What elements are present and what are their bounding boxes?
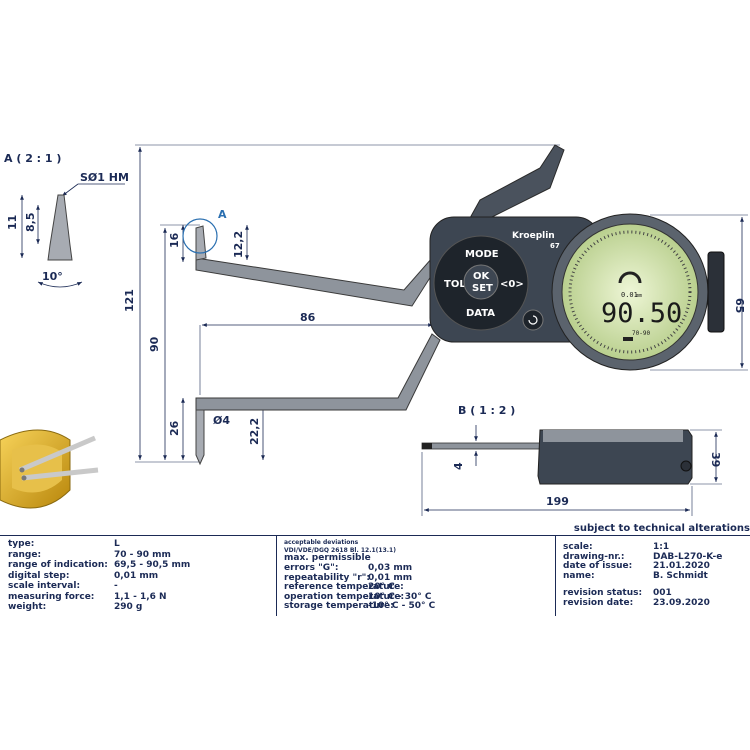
spec-label: date of issue: [563,561,633,571]
detail-b-title: B ( 1 : 2 ) [458,404,515,417]
marker-a: A [218,208,227,221]
spec-label: scale: [563,542,593,552]
detail-b: B ( 1 : 2 ) 4 39 199 [421,404,722,516]
spec-value: 10° C - 30° C [368,591,432,602]
detail-a: A ( 2 : 1 ) SØ1 HM 11 8,5 10° [4,152,129,288]
spec-value: 290 g [114,602,143,612]
spec-label: weight: [8,602,47,612]
spec-value: B. Schmidt [653,570,708,581]
spec-label: operation temperature: [284,591,405,602]
range-readout: 70-90 [632,330,650,337]
ok-label: OK [473,271,491,282]
dim-199: 199 [546,495,569,508]
detail-a-title: A ( 2 : 1 ) [4,152,61,165]
data-label: DATA [466,308,495,319]
spec-value: 001 [653,588,672,598]
dim-65: 65 [733,298,746,313]
deviations-heading: acceptable deviations [284,539,359,546]
dim-22-2: 22,2 [248,418,261,445]
spec-label: revision date: [563,597,634,608]
deviations-sub: max. permissible [284,553,371,563]
spec-label: repeatability "r": [284,572,370,583]
spec-value: 21.01.2020 [653,561,710,571]
mode-label: MODE [465,249,499,260]
dim-39: 39 [709,452,722,467]
main-view: 121 90 86 16 12,2 26 22,2 Ø4 A Kroeplin … [123,144,748,466]
main-reading: 90.50 [601,298,682,329]
deviations-norm: VDI/VDE/DGQ 2618 Bl. 12.1(13.1) [284,547,396,554]
spec-value: 1:1 [653,542,670,552]
spec-label: revision status: [563,588,643,598]
spec-label: drawing-nr.: [563,551,625,562]
spec-value: DAB-L270-K-e [653,551,723,562]
spec-label: range: [8,549,42,560]
tol-button[interactable]: TOL [444,279,466,290]
spec-value: 1,1 - 1,6 N [114,591,167,602]
spec-label: type: [8,539,35,549]
brand-label: Kroeplin [512,231,555,241]
technical-drawing: A ( 2 : 1 ) SØ1 HM 11 8,5 10° 121 90 86 … [0,144,748,516]
reset-button[interactable] [522,309,544,331]
small-value: 0.01 [621,291,638,299]
dim-121: 121 [123,289,136,312]
spec-value: 20° C [368,582,395,592]
dim-90: 90 [148,336,161,352]
spec-value: 0,01 mm [114,570,159,581]
spec-label: digital step: [8,570,70,581]
spec-value: 23.09.2020 [653,597,710,608]
document-column: scale: 1:1 drawing-nr.: DAB-L270-K-e date of… [563,536,748,614]
spec-label: measuring force: [8,591,95,602]
dim-16: 16 [168,232,181,248]
spec-label: scale interval: [8,581,81,591]
spec-value: 0,03 mm [368,563,413,573]
dim-4: 4 [452,462,465,470]
angle-10: 10° [42,270,63,283]
ok-set-button[interactable]: OK SET [463,264,499,300]
dim-diam-4: Ø4 [213,414,230,427]
spec-value: 0,01 mm [368,572,413,583]
set-label: SET [472,283,493,294]
spec-label: range of indication: [8,560,108,570]
spec-value: 69,5 - 90,5 mm [114,560,191,570]
deviations-column: acceptable deviations VDI/VDE/DGQ 2618 B… [284,536,552,614]
unit-label: mm [636,293,642,299]
spec-label: storage temperature: [284,601,394,611]
spec-value: -10° C - 50° C [368,601,436,611]
ball-label: SØ1 HM [80,171,129,184]
dim-12-2: 12,2 [232,231,245,258]
spec-label: reference temperature: [284,582,404,592]
dim-86: 86 [300,311,316,324]
dim-11: 11 [6,215,19,230]
tol-label: TOL [444,279,466,290]
zero-label: <0> [500,279,524,290]
data-button[interactable]: DATA [466,308,495,319]
spec-label: errors "G": [284,563,339,573]
spec-value: 70 - 90 mm [114,549,171,560]
spec-value: - [114,581,118,591]
reset-icon [528,315,538,325]
lcd-display [561,223,699,361]
dim-26: 26 [168,420,181,436]
mode-button[interactable]: MODE [465,249,499,260]
zero-button[interactable]: <0> [500,279,524,290]
subject-note: subject to technical alterations [573,523,750,534]
model-label: 67 [550,242,560,250]
spec-value: L [114,539,120,549]
spec-label: name: [563,570,595,581]
ring-illustration [0,429,99,509]
dim-8-5: 8,5 [24,213,37,233]
